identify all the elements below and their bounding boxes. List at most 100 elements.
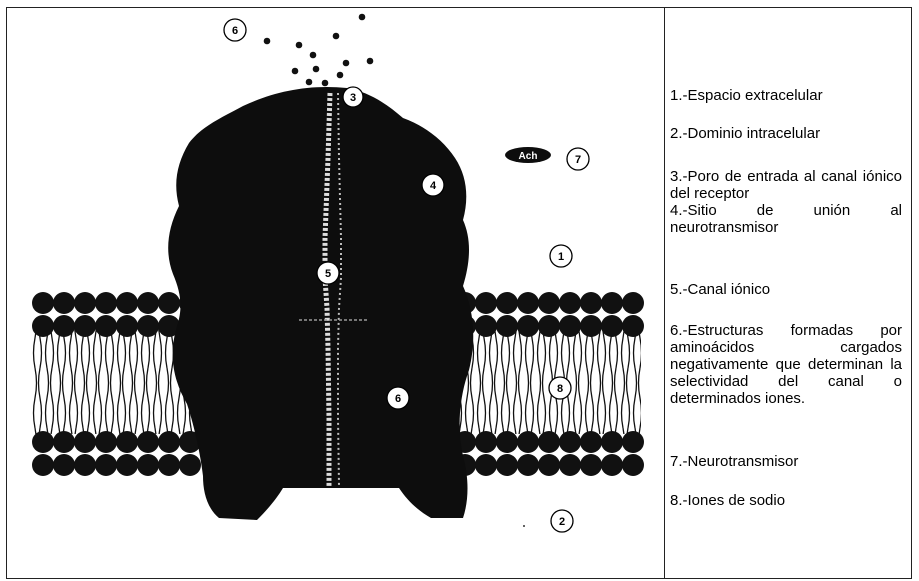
legend-item-4: 4.-Sitio de unión al neurotransmisor xyxy=(670,202,902,236)
legend-item-6: 6.-Estructuras formadas por aminoácidos … xyxy=(670,322,902,407)
lipid-head xyxy=(580,315,602,337)
lipid-head xyxy=(95,431,117,453)
lipid-head xyxy=(116,431,138,453)
legend-item-2: 2.-Dominio intracelular xyxy=(670,125,820,142)
lipid-head xyxy=(601,431,623,453)
lipid-head xyxy=(496,454,518,476)
svg-text:5: 5 xyxy=(325,268,331,280)
lipid-head xyxy=(496,431,518,453)
marker-8: 8 xyxy=(549,377,571,399)
lipid-head xyxy=(95,454,117,476)
lipid-head xyxy=(475,292,497,314)
lipid-head xyxy=(496,315,518,337)
marker-3: 3 xyxy=(343,87,363,107)
lipid-head xyxy=(559,431,581,453)
lipid-head xyxy=(53,454,75,476)
lipid-head xyxy=(74,431,96,453)
receptor-diagram: Ach 1 2 3 4 5 6 7 xyxy=(7,8,663,578)
lipid-head xyxy=(517,292,539,314)
neurotransmitter-ach: Ach xyxy=(505,147,551,163)
sodium-ion xyxy=(310,52,317,59)
lipid-head xyxy=(74,454,96,476)
lipid-head xyxy=(538,292,560,314)
lipid-head xyxy=(32,431,54,453)
lipid-head xyxy=(538,454,560,476)
legend-item-5: 5.-Canal iónico xyxy=(670,281,770,298)
lipid-head xyxy=(601,454,623,476)
panel-divider xyxy=(664,7,665,579)
svg-text:2: 2 xyxy=(559,516,565,528)
legend-item-8: 8.-Iones de sodio xyxy=(670,492,785,509)
sodium-ion xyxy=(367,58,374,65)
lipid-head xyxy=(580,454,602,476)
lipid-head xyxy=(517,431,539,453)
sodium-ion xyxy=(264,38,271,45)
lipid-head xyxy=(53,431,75,453)
sodium-ion xyxy=(333,33,340,40)
lipid-head xyxy=(559,292,581,314)
lipid-head xyxy=(137,431,159,453)
marker-5: 5 xyxy=(317,262,339,284)
sodium-ions xyxy=(264,14,374,87)
svg-text:6: 6 xyxy=(395,393,401,405)
lipid-head xyxy=(580,292,602,314)
svg-text:7: 7 xyxy=(575,154,581,166)
lipid-head xyxy=(74,315,96,337)
lipid-head xyxy=(580,431,602,453)
sodium-ion xyxy=(343,60,350,67)
lipid-head xyxy=(559,454,581,476)
lipid-head xyxy=(32,454,54,476)
lipid-head xyxy=(137,315,159,337)
lipid-head xyxy=(538,315,560,337)
lipid-head xyxy=(95,292,117,314)
sodium-ion xyxy=(322,80,329,87)
sodium-ion xyxy=(359,14,366,21)
lipid-head xyxy=(475,431,497,453)
lipid-head xyxy=(179,454,201,476)
lipid-head xyxy=(74,292,96,314)
marker-4: 4 xyxy=(422,174,444,196)
lipid-head xyxy=(158,292,180,314)
lipid-head xyxy=(622,431,644,453)
lipid-head xyxy=(496,292,518,314)
marker-6-top: 6 xyxy=(224,19,246,41)
lipid-head xyxy=(622,315,644,337)
svg-text:6: 6 xyxy=(232,25,238,37)
svg-text:8: 8 xyxy=(557,383,563,395)
legend-item-1: 1.-Espacio extracelular xyxy=(670,87,823,104)
marker-7: 7 xyxy=(567,148,589,170)
lipid-head xyxy=(475,454,497,476)
sodium-ion xyxy=(292,68,299,75)
speck xyxy=(523,525,525,527)
lipid-head xyxy=(116,454,138,476)
lipid-head xyxy=(53,292,75,314)
lipid-head xyxy=(137,454,159,476)
lipid-head xyxy=(32,315,54,337)
sodium-ion xyxy=(296,42,303,49)
receptor-protein xyxy=(168,87,473,520)
lipid-head xyxy=(137,292,159,314)
membrane-tails-right xyxy=(451,324,641,434)
legend-item-7: 7.-Neurotransmisor xyxy=(670,453,798,470)
sodium-ion xyxy=(306,79,313,86)
lipid-head xyxy=(53,315,75,337)
lipid-head xyxy=(601,292,623,314)
lipid-head xyxy=(622,292,644,314)
sodium-ion xyxy=(337,72,344,79)
lipid-head xyxy=(622,454,644,476)
lipid-head xyxy=(116,315,138,337)
svg-text:1: 1 xyxy=(558,251,564,263)
lipid-head xyxy=(517,454,539,476)
lipid-head xyxy=(475,315,497,337)
marker-2: 2 xyxy=(551,510,573,532)
lipid-head xyxy=(538,431,560,453)
marker-1: 1 xyxy=(550,245,572,267)
marker-6-inner: 6 xyxy=(387,387,409,409)
lipid-head xyxy=(32,292,54,314)
lipid-head xyxy=(95,315,117,337)
svg-text:3: 3 xyxy=(350,92,356,104)
lipid-head xyxy=(116,292,138,314)
ach-label: Ach xyxy=(519,151,538,162)
lipid-head xyxy=(559,315,581,337)
lipid-head xyxy=(517,315,539,337)
